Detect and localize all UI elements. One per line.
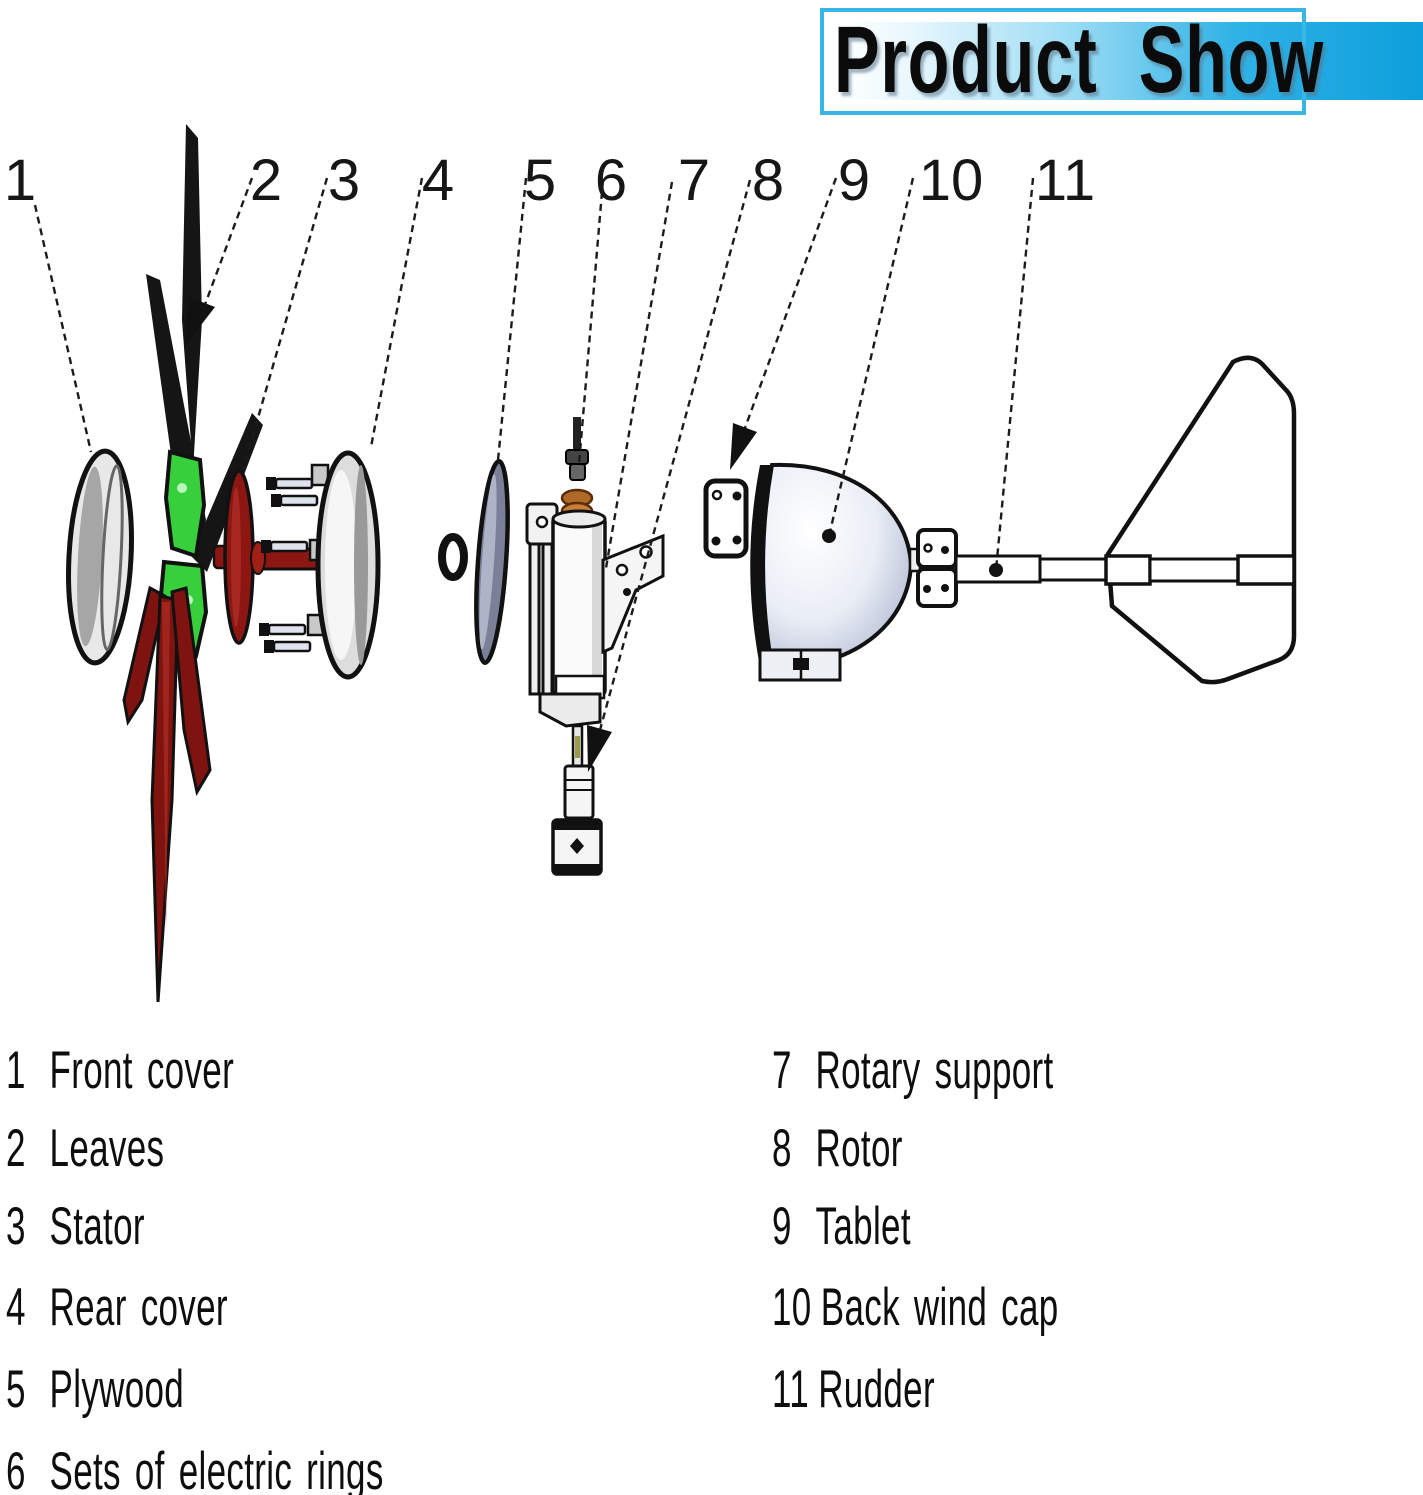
part-back-wind-cap <box>750 462 914 682</box>
leader-line-8 <box>598 179 752 731</box>
callout-number-4: 4 <box>422 148 454 213</box>
legend-item-tablet: 9 Tablet <box>772 1196 911 1257</box>
legend-label: Leaves <box>49 1119 165 1178</box>
black-blade-up <box>182 124 202 470</box>
legend-item-electric-rings: 6 Sets of electric rings <box>6 1441 384 1495</box>
legend-item-rear-cover: 4 Rear cover <box>6 1277 228 1338</box>
legend-label: Rudder <box>818 1360 935 1419</box>
callout-number-9: 9 <box>838 148 870 213</box>
callout-number-11: 11 <box>1035 148 1095 213</box>
bolt <box>264 640 312 653</box>
callout-number-5: 5 <box>524 148 556 213</box>
leader-line-5 <box>496 177 528 461</box>
hub-green-upper <box>163 449 207 559</box>
leader-line-9 <box>743 177 838 429</box>
part-leaves <box>122 124 263 1003</box>
leader-line-7 <box>604 181 674 569</box>
yaw-bracket <box>601 533 665 655</box>
legend-label: Rotary support <box>815 1041 1054 1100</box>
legend-label: Rear cover <box>49 1278 228 1337</box>
legend-num: 8 <box>772 1119 792 1178</box>
callout-numbers: 1 2 3 4 5 6 7 8 9 10 11 <box>4 148 1095 213</box>
leader-line-2 <box>198 177 254 319</box>
page-title: Product Show <box>834 6 1325 113</box>
tail-fin <box>1105 355 1297 685</box>
legend-item-rotary-support: 7 Rotary support <box>772 1040 1054 1101</box>
bolt <box>266 477 314 490</box>
legend-num: 2 <box>6 1119 26 1178</box>
hub-highlight <box>177 483 187 493</box>
legend-num: 3 <box>6 1197 26 1256</box>
part-tablet <box>703 478 749 559</box>
legend-label: Stator <box>49 1197 145 1256</box>
callout-number-7: 7 <box>678 148 710 213</box>
legend-num: 6 <box>6 1442 26 1495</box>
rotor-drum <box>551 818 603 876</box>
callout-number-6: 6 <box>595 148 627 213</box>
leader-arrowhead-2 <box>184 297 215 347</box>
legend-label: Front cover <box>49 1041 235 1100</box>
legend-num: 10 <box>772 1278 812 1337</box>
leader-markers <box>184 297 1003 772</box>
leader-dot-11 <box>989 563 1003 577</box>
part-front-cover <box>66 448 134 666</box>
shaft-sleeve <box>575 736 580 758</box>
leader-line-3 <box>241 177 329 471</box>
legend-item-rotor: 8 Rotor <box>772 1118 903 1179</box>
bolt <box>259 623 307 636</box>
banner-border-frame <box>820 8 1306 115</box>
red-blade-lower-right <box>170 586 212 797</box>
legend-num: 4 <box>6 1278 26 1337</box>
leader-arrowhead-8 <box>587 725 612 772</box>
callout-number-1: 1 <box>4 148 36 213</box>
legend-item-front-cover: 1 Front cover <box>6 1040 234 1101</box>
black-blade-upper-right <box>191 413 263 572</box>
exploded-view-diagram: 1 2 3 4 5 6 7 8 9 10 11 <box>4 124 1297 1003</box>
legend-num: 11 <box>772 1360 809 1419</box>
leader-line-4 <box>369 177 424 448</box>
red-blade-highlight <box>162 602 170 930</box>
legend-label: Tablet <box>815 1197 911 1256</box>
legend-num: 5 <box>6 1360 26 1419</box>
rotor-sleeve-cylinder <box>563 764 595 820</box>
leader-line-6 <box>577 179 605 465</box>
leader-arrowhead-9 <box>730 423 757 470</box>
leader-lines <box>33 177 1035 731</box>
part-plywood <box>438 458 510 666</box>
leader-dot-10 <box>822 529 836 543</box>
callout-number-10: 10 <box>919 148 984 213</box>
leader-line-11 <box>994 177 1035 571</box>
callout-number-8: 8 <box>752 148 784 213</box>
part-rotary-support <box>525 502 665 876</box>
red-blade-lower-left <box>122 585 167 727</box>
legend-item-leaves: 2 Leaves <box>6 1118 164 1179</box>
legend-item-stator: 3 Stator <box>6 1196 145 1257</box>
legend-label: Sets of electric rings <box>49 1442 384 1495</box>
legend-num: 9 <box>772 1197 792 1256</box>
leader-line-1 <box>33 204 93 453</box>
part-rear-cover <box>259 450 381 680</box>
legend-num: 1 <box>6 1041 26 1100</box>
callout-number-2: 2 <box>250 148 282 213</box>
spacer-ring <box>438 533 468 581</box>
legend-label: Back wind cap <box>820 1278 1059 1337</box>
banner-gradient-band <box>836 22 1423 100</box>
legend-label: Rotor <box>815 1119 903 1178</box>
callout-number-3: 3 <box>328 148 360 213</box>
legend-num: 7 <box>772 1041 792 1100</box>
legend-label: Plywood <box>49 1360 185 1419</box>
leader-line-10 <box>827 177 915 537</box>
legend-item-plywood: 5 Plywood <box>6 1359 184 1420</box>
bolt <box>271 494 319 507</box>
bolt <box>261 540 309 553</box>
part-rudder <box>908 355 1297 685</box>
